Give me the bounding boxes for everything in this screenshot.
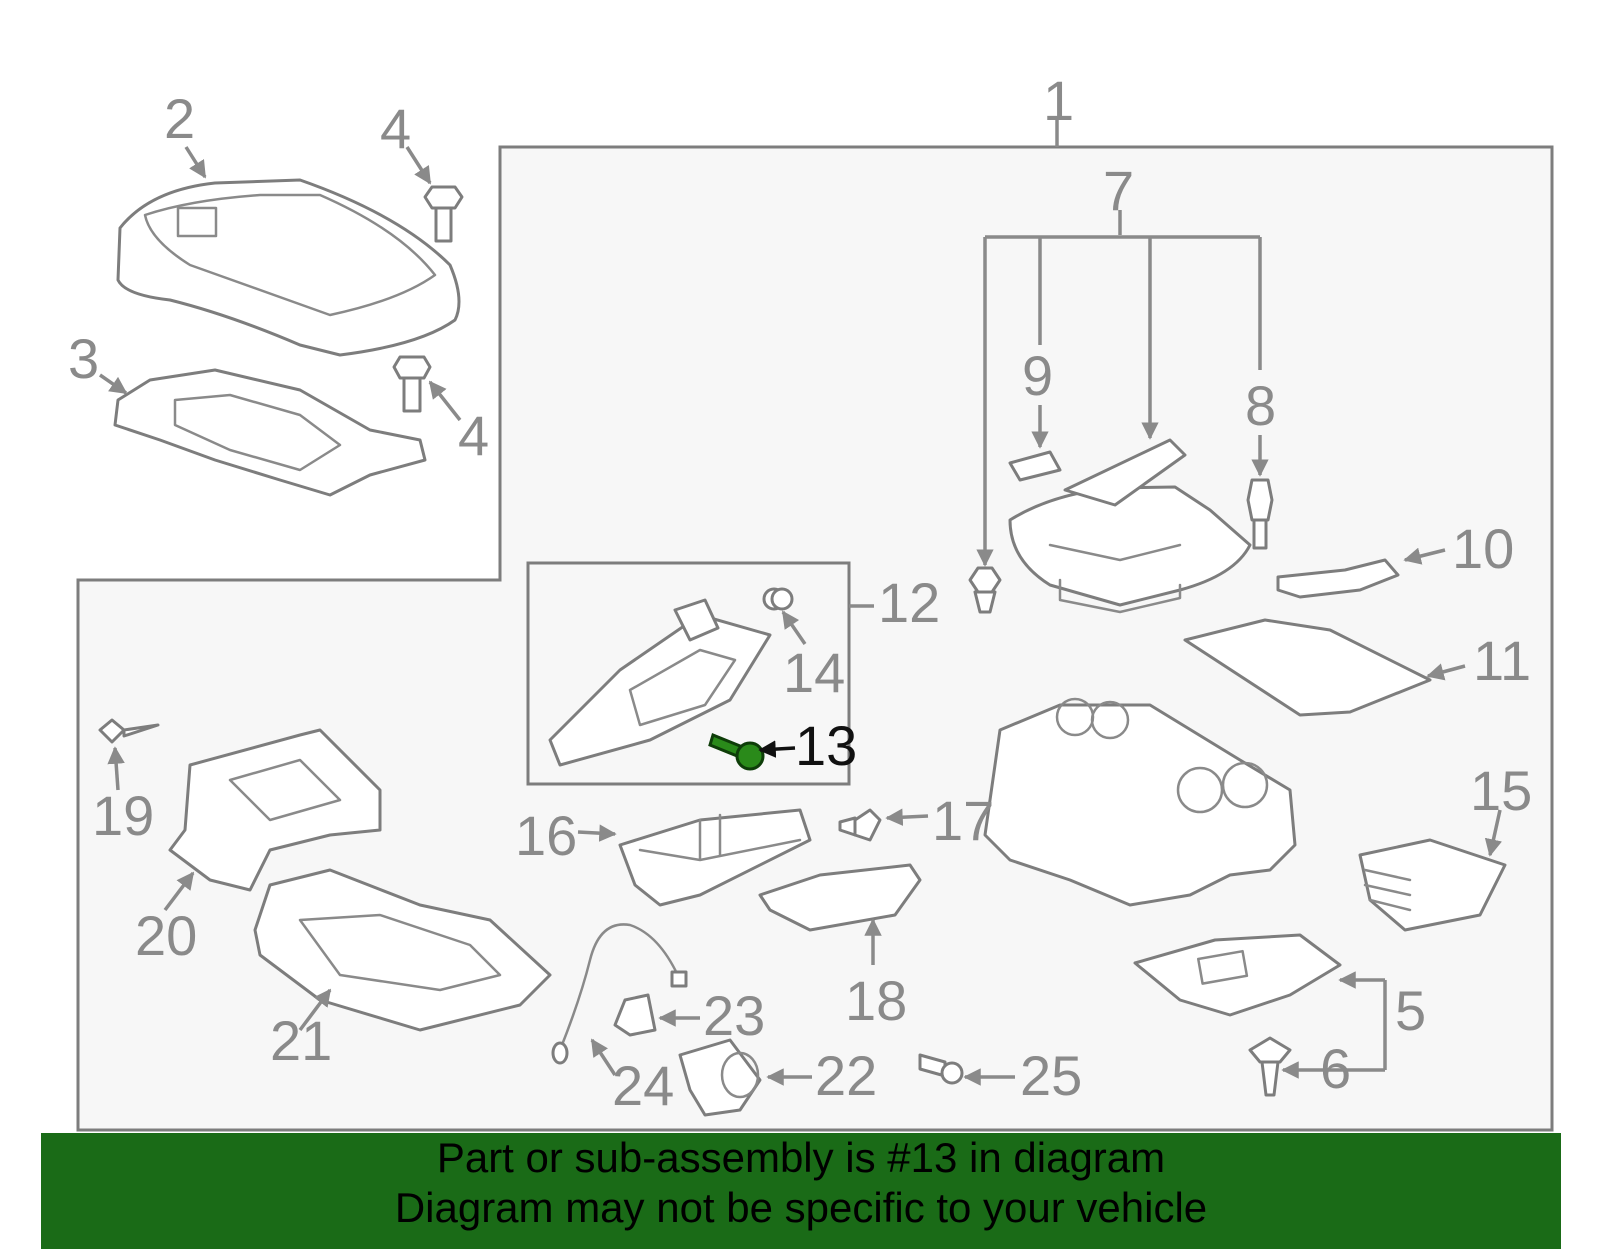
armrest-box-part <box>1008 438 1252 614</box>
tray-part-16 <box>618 808 812 907</box>
label-22: 22 <box>815 1044 877 1107</box>
label-17: 17 <box>932 789 994 852</box>
socket-part-22 <box>678 1038 762 1117</box>
screw-part-25 <box>918 1053 964 1085</box>
screw-part-13-highlighted[interactable] <box>708 732 765 771</box>
pad-part-9 <box>1008 450 1062 482</box>
info-banner: Part or sub-assembly is #13 in diagram D… <box>41 1133 1561 1249</box>
screw-part-19 <box>98 718 160 744</box>
latch-part-10 <box>1276 558 1400 599</box>
label-5: 5 <box>1395 979 1426 1042</box>
label-7: 7 <box>1103 159 1134 222</box>
label-8: 8 <box>1245 374 1276 437</box>
clip-part-17 <box>838 808 882 842</box>
label-15: 15 <box>1470 759 1532 822</box>
label-20: 20 <box>135 904 197 967</box>
label-19: 19 <box>92 784 154 847</box>
label-12: 12 <box>878 571 940 634</box>
label-16: 16 <box>515 804 577 867</box>
label-25: 25 <box>1020 1044 1082 1107</box>
bolt-part-4-top <box>423 185 464 243</box>
label-1: 1 <box>1043 69 1074 132</box>
label-21: 21 <box>270 1009 332 1072</box>
nut-part-23 <box>613 993 657 1037</box>
subassembly-box-12 <box>526 561 851 786</box>
spring-part-14 <box>762 587 794 611</box>
label-13[interactable]: 13 <box>795 714 857 777</box>
label-10: 10 <box>1452 517 1514 580</box>
label-4b: 4 <box>458 404 489 467</box>
label-3: 3 <box>68 327 99 390</box>
banner-line-part-number: Part or sub-assembly is #13 in diagram <box>436 1134 1166 1181</box>
ashtray-part-15 <box>1358 838 1507 932</box>
banner-line-disclaimer: Diagram may not be specific to your vehi… <box>394 1184 1208 1231</box>
hinge-part-12 <box>548 598 772 767</box>
trim-part-18 <box>758 863 922 932</box>
label-2: 2 <box>164 87 195 150</box>
label-9: 9 <box>1022 344 1053 407</box>
label-4a: 4 <box>380 97 411 160</box>
clip-part-6 <box>1248 1036 1292 1097</box>
label-18: 18 <box>845 969 907 1032</box>
label-11: 11 <box>1473 629 1531 692</box>
label-24: 24 <box>612 1054 674 1117</box>
console-lid-part <box>116 178 461 357</box>
lower-tray-part <box>113 368 427 497</box>
cover-part-5 <box>1133 933 1342 1017</box>
wire-part-24 <box>551 923 688 1065</box>
label-14: 14 <box>783 641 845 704</box>
label-6: 6 <box>1320 1037 1351 1100</box>
label-23: 23 <box>703 984 765 1047</box>
clip-part-8 <box>1246 478 1274 550</box>
screw-part-7 <box>968 566 1002 614</box>
bracket-part-20 <box>168 728 382 892</box>
console-body-part <box>983 697 1297 907</box>
bolt-part-4-bottom <box>392 355 432 413</box>
